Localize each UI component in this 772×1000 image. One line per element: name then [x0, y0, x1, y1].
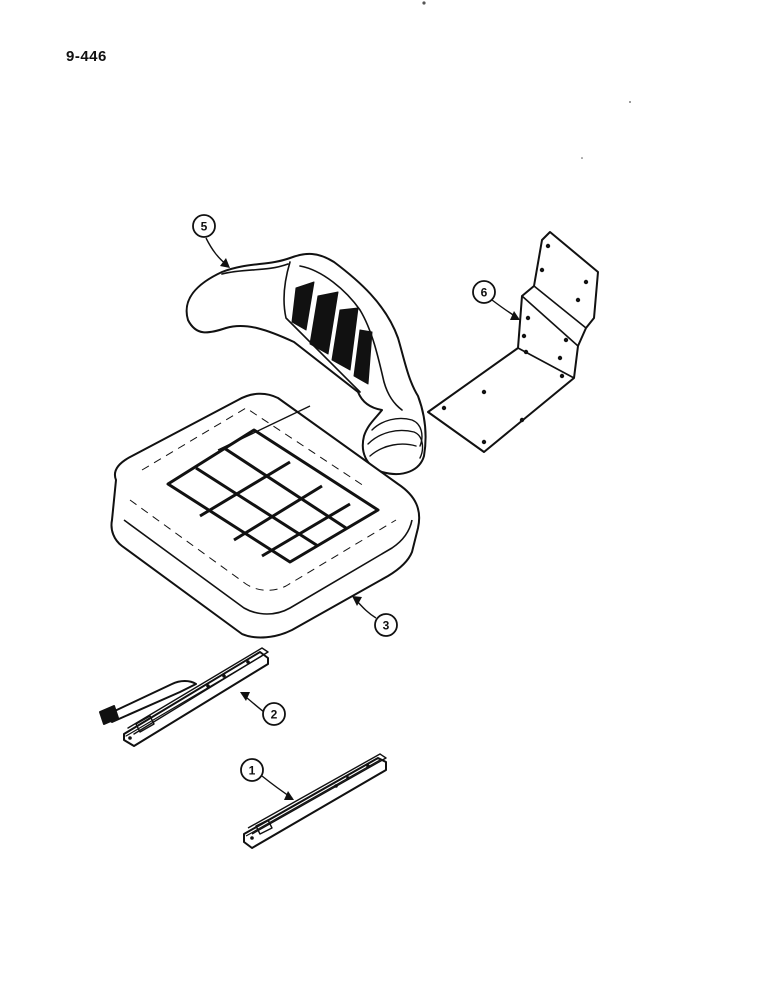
- slide-rail-with-lever: [99, 647, 269, 747]
- callout-6: 6: [472, 280, 496, 304]
- callout-2-label: 2: [271, 708, 278, 722]
- callout-2: 2: [262, 702, 286, 726]
- leader-arrowheads: [220, 258, 520, 800]
- slide-rail: [243, 753, 387, 849]
- callout-5: 5: [192, 214, 216, 238]
- callout-3: 3: [374, 613, 398, 637]
- callout-5-label: 5: [201, 220, 208, 234]
- back-support-bracket: [427, 231, 599, 453]
- callout-1: 1: [240, 758, 264, 782]
- callout-6-label: 6: [481, 286, 488, 300]
- backrest-cushion: [185, 252, 427, 475]
- page-number: 9-446: [66, 48, 107, 65]
- seat-cushion: [110, 392, 421, 639]
- callout-1-label: 1: [249, 764, 256, 778]
- print-specks: [422, 1, 631, 159]
- callout-3-label: 3: [383, 619, 390, 633]
